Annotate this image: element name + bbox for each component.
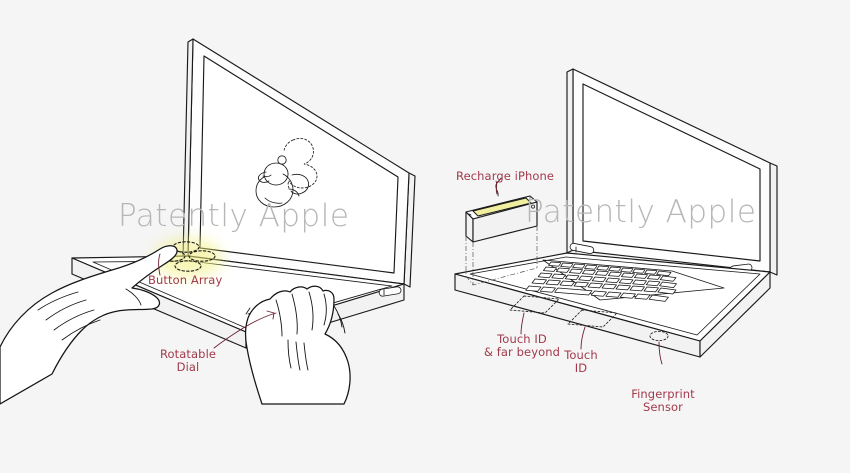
leader-touch-1	[520, 312, 525, 335]
right-hand	[245, 285, 351, 405]
fingerprint-sensor[interactable]	[649, 330, 669, 342]
label-button-array: Button Array	[148, 273, 223, 287]
right-screen	[582, 83, 761, 262]
watermark-left: Patently Apple	[118, 198, 350, 234]
duck-illustration	[255, 137, 318, 208]
laptop-right	[454, 68, 778, 365]
label-rotatable-dial: Rotatable Dial	[159, 347, 217, 374]
label-fingerprint-sensor: Fingerprint Sensor	[631, 387, 695, 414]
watermark-right: Patently Apple	[525, 194, 757, 230]
leader-touch-2	[580, 326, 586, 350]
label-recharge-iphone: Recharge iPhone	[456, 169, 555, 183]
leader-button-array	[158, 253, 161, 276]
right-base-right-edge	[699, 271, 771, 358]
left-hinge	[378, 286, 402, 297]
touch-zone-1[interactable]	[508, 295, 561, 314]
leader-rotatable-dial	[213, 312, 277, 349]
label-touch-id: Touch ID	[564, 348, 598, 375]
leader-recharge	[495, 180, 498, 195]
right-hinge	[569, 242, 595, 255]
keyboard[interactable]	[525, 261, 677, 302]
right-lid-thickness	[769, 162, 778, 276]
touch-zone-2[interactable]	[566, 309, 619, 328]
leader-fingerprint	[658, 341, 663, 365]
left-hand	[0, 245, 178, 405]
iphone-projection-base	[465, 267, 538, 286]
laptop-left	[0, 38, 416, 405]
right-deck-inner-line	[469, 256, 761, 336]
left-screen	[199, 55, 399, 274]
label-touch-id-far-beyond: Touch ID & far beyond	[483, 332, 561, 359]
